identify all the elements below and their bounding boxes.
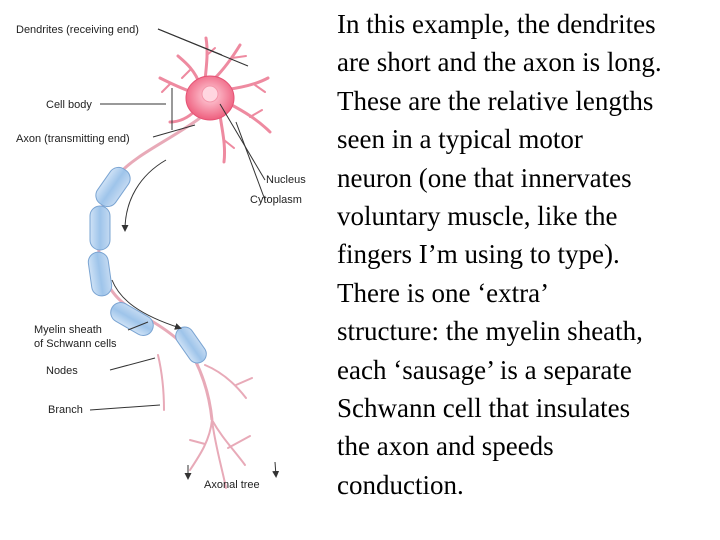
label-nucleus: Nucleus [266, 174, 306, 186]
label-dendrites: Dendrites (receiving end) [16, 24, 139, 36]
axon [96, 116, 214, 421]
leader-lines [89, 28, 266, 411]
myelin-sheath [87, 166, 207, 364]
direction-arrows [111, 159, 280, 480]
neuron-diagram: Dendrites (receiving end) Cell body Axon… [0, 0, 330, 540]
cell-body [185, 75, 235, 121]
text-line: neuron (one that innervates [337, 162, 632, 193]
label-nodes: Nodes [46, 365, 78, 377]
text-line: These are the relative lengths [337, 85, 654, 116]
text-line: the axon and speeds [337, 431, 554, 462]
text-line: There is one ‘extra’ [337, 277, 550, 308]
label-myelin-sheath-line1: Myelin sheath [34, 324, 102, 336]
text-line: conduction. [337, 469, 464, 500]
text-line: are short and the axon is long. [337, 47, 662, 78]
label-myelin-sheath-line2: of Schwann cells [34, 338, 117, 350]
text-line: structure: the myelin sheath, [337, 316, 643, 347]
label-branch: Branch [48, 404, 83, 416]
text-line: In this example, the dendrites [337, 9, 656, 39]
axonal-tree [157, 354, 253, 489]
text-line: each ‘sausage’ is a separate [337, 354, 632, 385]
text-line: voluntary muscle, like the [337, 201, 618, 232]
label-cytoplasm: Cytoplasm [250, 194, 302, 206]
nucleus [201, 85, 219, 103]
text-line: fingers I’m using to type). [337, 239, 620, 270]
text-line: seen in a typical motor [337, 124, 583, 155]
label-axonal-tree: Axonal tree [204, 479, 260, 491]
explanation-text: In this example, the dendrites are short… [337, 5, 717, 504]
label-axon: Axon (transmitting end) [16, 133, 130, 145]
text-line: Schwann cell that insulates [337, 393, 631, 424]
label-cell-body: Cell body [46, 99, 92, 111]
